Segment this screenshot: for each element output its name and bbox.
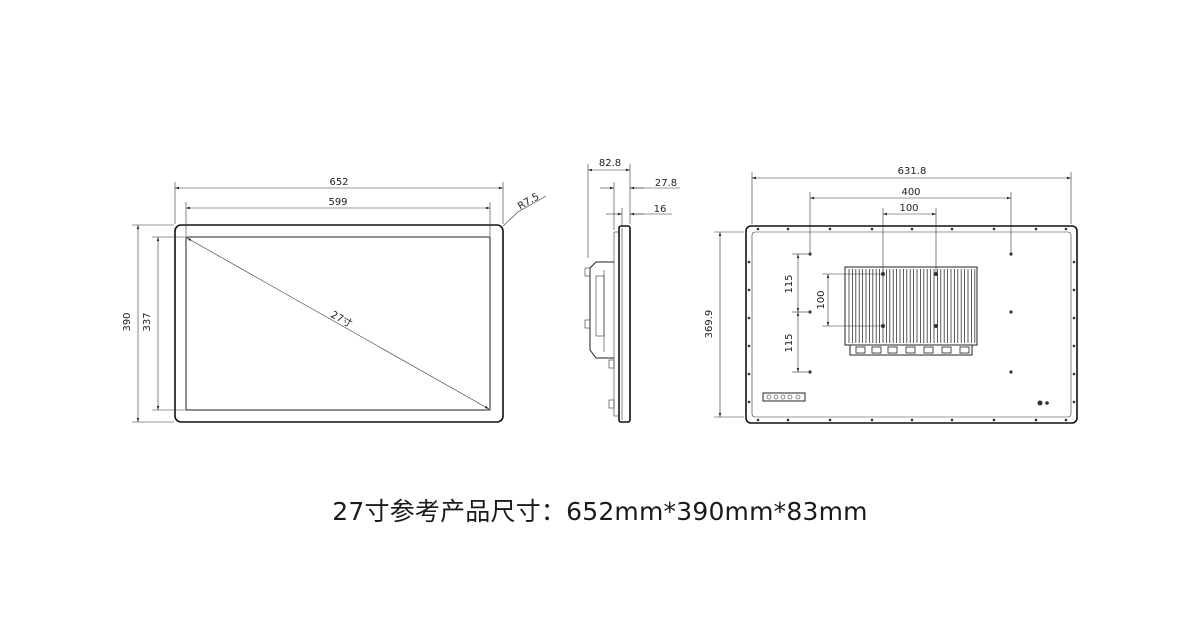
heatsink-outline [844, 266, 978, 346]
rear-width-label: 631.8 [898, 166, 927, 177]
outer-width-label: 652 [329, 177, 348, 188]
vert-lower-label: 115 [784, 333, 795, 352]
vert-mid-label: 100 [816, 290, 827, 309]
button-panel [762, 392, 806, 402]
power-jack [1037, 400, 1043, 406]
front-screen-outline [185, 236, 491, 411]
outer-height-label: 390 [122, 312, 133, 331]
corner-radius-label: R7.5 [516, 191, 541, 212]
diagonal-dimension-line [186, 237, 490, 410]
rear-edge-screws [747, 227, 1076, 422]
side-bezel-outline [618, 225, 631, 423]
side-view: 82.8 27.8 16 [584, 158, 680, 423]
depth-front-label: 16 [654, 204, 667, 215]
depth-mid-label: 27.8 [655, 178, 677, 189]
product-size-caption: 27寸参考产品尺寸：652mm*390mm*83mm [332, 497, 868, 526]
screen-width-label: 599 [328, 197, 347, 208]
side-rear-housing [589, 261, 614, 359]
vert-upper-label: 115 [784, 274, 795, 293]
screen-height-label: 337 [142, 312, 153, 331]
rear-height-label: 369.9 [704, 310, 715, 339]
connector-strip [849, 344, 973, 356]
front-bezel-outline [174, 224, 504, 423]
diagonal-label: 27寸 [329, 308, 355, 330]
vesa-outer-label: 400 [901, 187, 920, 198]
connector-ports [855, 346, 970, 354]
vesa-inner-label: 100 [899, 203, 918, 214]
total-depth-label: 82.8 [599, 158, 621, 169]
heatsink-fins [848, 269, 976, 343]
front-view: 27寸 652 599 R7.5 390 337 [122, 177, 547, 423]
rear-outline [745, 225, 1078, 424]
rear-view: 631.8 400 100 369.9 115 115 100 [704, 166, 1078, 424]
